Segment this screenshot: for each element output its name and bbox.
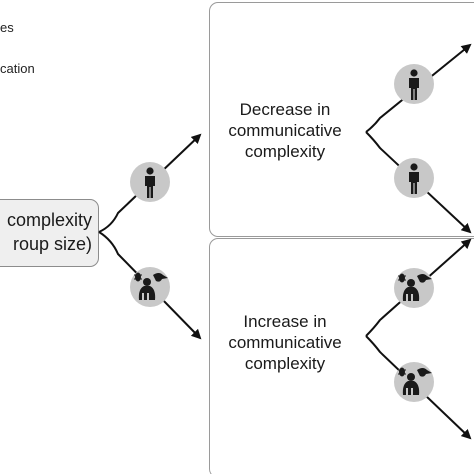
legend-item-2: cation bbox=[0, 61, 35, 76]
fork-arrow-increase-down bbox=[365, 335, 472, 440]
source-label: complexity roup size) bbox=[6, 210, 92, 254]
fork-arrow-decrease bbox=[98, 133, 202, 233]
animal-group-icon bbox=[394, 362, 434, 402]
fork-arrow-decrease-down bbox=[365, 131, 472, 234]
human-figure-icon bbox=[130, 162, 170, 202]
decrease-panel bbox=[209, 2, 474, 237]
human-figure-icon bbox=[394, 158, 434, 198]
fork-arrow-increase bbox=[98, 231, 202, 340]
fork-arrow-decrease-up bbox=[365, 43, 472, 133]
legend-item-1: es bbox=[0, 20, 14, 35]
fork-arrow-increase-up bbox=[365, 238, 472, 337]
increase-label: Increase in communicative complexity bbox=[228, 312, 342, 373]
human-figure-icon bbox=[394, 64, 434, 104]
decrease-label: Decrease in communicative complexity bbox=[228, 100, 342, 161]
animal-group-icon bbox=[130, 267, 170, 307]
source-box bbox=[0, 199, 99, 267]
animal-group-icon bbox=[394, 268, 434, 308]
